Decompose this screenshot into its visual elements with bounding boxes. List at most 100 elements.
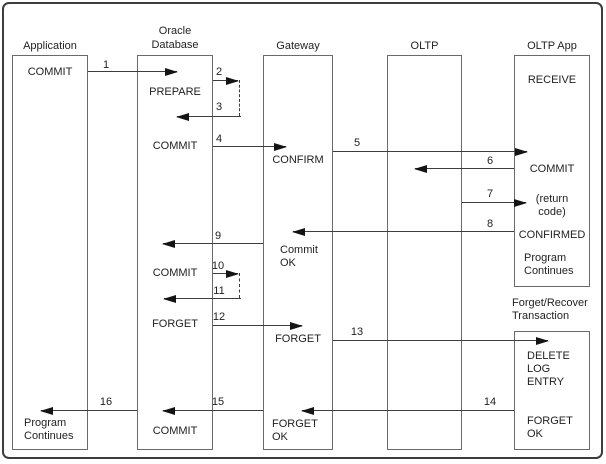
gateway-forget-ok-text: FORGET OK	[272, 418, 318, 444]
return-code-line1: (return	[535, 193, 569, 205]
entry-line: ENTRY	[527, 376, 565, 388]
gateway-confirm-text: CONFIRM	[272, 154, 324, 166]
db-commit2-text: COMMIT	[152, 267, 198, 279]
arrow-14	[301, 407, 514, 415]
gateway-commit-ok-line1: Commit	[280, 244, 318, 256]
diagram-border	[2, 2, 603, 459]
oltp-app-commit-text: COMMIT	[529, 163, 575, 175]
delete-line: DELETE	[527, 350, 570, 362]
step-label-6: 6	[486, 155, 494, 167]
fr-forget-ok-text: FORGET OK	[527, 415, 573, 441]
return-code-line2: code)	[538, 206, 566, 218]
oltp-box	[387, 55, 462, 450]
arrowhead-right-icon	[514, 199, 527, 207]
log-line: LOG	[527, 363, 551, 375]
oltp-app-program-continues-text: Program Continues	[524, 252, 574, 278]
oltp-app-program-line: Program	[524, 252, 567, 264]
arrow-4	[213, 143, 287, 151]
step-label-8: 8	[486, 218, 494, 230]
gateway-commit-ok-text: Commit OK	[280, 244, 318, 270]
db-commit1-text: COMMIT	[152, 140, 198, 152]
arrowhead-left-icon	[176, 113, 189, 121]
oltp-app-return-code-text: (return code)	[514, 193, 590, 219]
step-label-13: 13	[350, 326, 364, 338]
step-label-9: 9	[214, 230, 222, 242]
gateway-forget-ok-line1: FORGET	[272, 418, 318, 430]
arrow-1	[88, 68, 178, 76]
oracle-header-line2: Database	[151, 39, 199, 51]
step-label-4: 4	[215, 133, 223, 145]
oracle-header-line1: Oracle	[158, 25, 192, 37]
arrow-6	[414, 165, 514, 173]
dashed-connector-10-11	[239, 273, 240, 298]
step-label-10: 10	[211, 260, 225, 272]
arrow-2	[213, 77, 239, 85]
application-commit-text: COMMIT	[27, 66, 73, 78]
arrowhead-right-icon	[536, 337, 549, 345]
step-label-1: 1	[102, 59, 110, 71]
forget-recover-header-line2: Transaction	[512, 310, 570, 322]
step-label-3: 3	[215, 101, 223, 113]
arrowhead-right-icon	[515, 148, 528, 156]
oracle-database-box	[137, 55, 213, 450]
delete-log-entry-text: DELETE LOG ENTRY	[527, 350, 570, 389]
arrowhead-right-icon	[274, 143, 287, 151]
step-label-5: 5	[353, 137, 361, 149]
arrow-3	[176, 113, 241, 121]
forget-recover-header-line1: Forget/Recover	[512, 297, 588, 309]
db-prepare-text: PREPARE	[149, 86, 201, 98]
oltp-app-box	[514, 55, 590, 287]
step-label-12: 12	[212, 311, 226, 323]
step-label-14: 14	[483, 396, 497, 408]
arrowhead-right-icon	[165, 68, 178, 76]
step-label-15: 15	[211, 396, 225, 408]
arrowhead-left-icon	[292, 228, 305, 236]
arrow-8	[292, 228, 514, 236]
arrow-10	[213, 270, 239, 278]
arrowhead-left-icon	[162, 240, 175, 248]
arrowhead-left-icon	[163, 295, 176, 303]
oltp-header: OLTP	[410, 40, 439, 52]
arrow-5	[333, 148, 528, 156]
forget-recover-box	[514, 331, 590, 450]
fr-ok-line: OK	[527, 428, 543, 440]
gateway-forget-ok-line2: OK	[272, 431, 288, 443]
dashed-connector-2-3	[239, 80, 240, 116]
gateway-header: Gateway	[276, 40, 320, 52]
arrow-9	[162, 240, 263, 248]
application-program-continues-text: Program Continues	[24, 417, 74, 443]
step-label-7: 7	[486, 188, 494, 200]
application-continues-line: Continues	[24, 430, 74, 442]
fr-forget-line: FORGET	[527, 415, 573, 427]
arrowhead-left-icon	[162, 407, 175, 415]
forget-recover-header: Forget/Recover Transaction	[512, 297, 588, 323]
db-forget-text: FORGET	[152, 318, 198, 330]
arrow-7	[462, 199, 527, 207]
application-program-line: Program	[24, 417, 67, 429]
oracle-database-header: Oracle Database	[137, 24, 213, 52]
arrowhead-left-icon	[301, 407, 314, 415]
application-header: Application	[23, 40, 77, 52]
arrow-13	[333, 337, 549, 345]
arrowhead-left-icon	[414, 165, 427, 173]
arrow-16	[40, 407, 137, 415]
arrowhead-left-icon	[40, 407, 53, 415]
oltp-app-confirmed-text: CONFIRMED	[518, 229, 586, 241]
oltp-app-header: OLTP App	[527, 40, 577, 52]
step-label-11: 11	[213, 285, 225, 297]
arrow-11	[163, 295, 241, 303]
arrowhead-right-icon	[226, 270, 239, 278]
arrow-15	[162, 407, 263, 415]
step-label-2: 2	[215, 66, 223, 78]
gateway-forget-text: FORGET	[275, 333, 321, 345]
oltp-app-receive-text: RECEIVE	[527, 74, 577, 86]
application-box	[12, 55, 88, 450]
arrow-12	[213, 322, 303, 330]
db-commit-final-text: COMMIT	[152, 425, 198, 437]
gateway-box	[263, 55, 333, 450]
gateway-commit-ok-line2: OK	[280, 257, 296, 269]
arrowhead-right-icon	[290, 322, 303, 330]
step-label-16: 16	[99, 396, 113, 408]
arrowhead-right-icon	[226, 77, 239, 85]
